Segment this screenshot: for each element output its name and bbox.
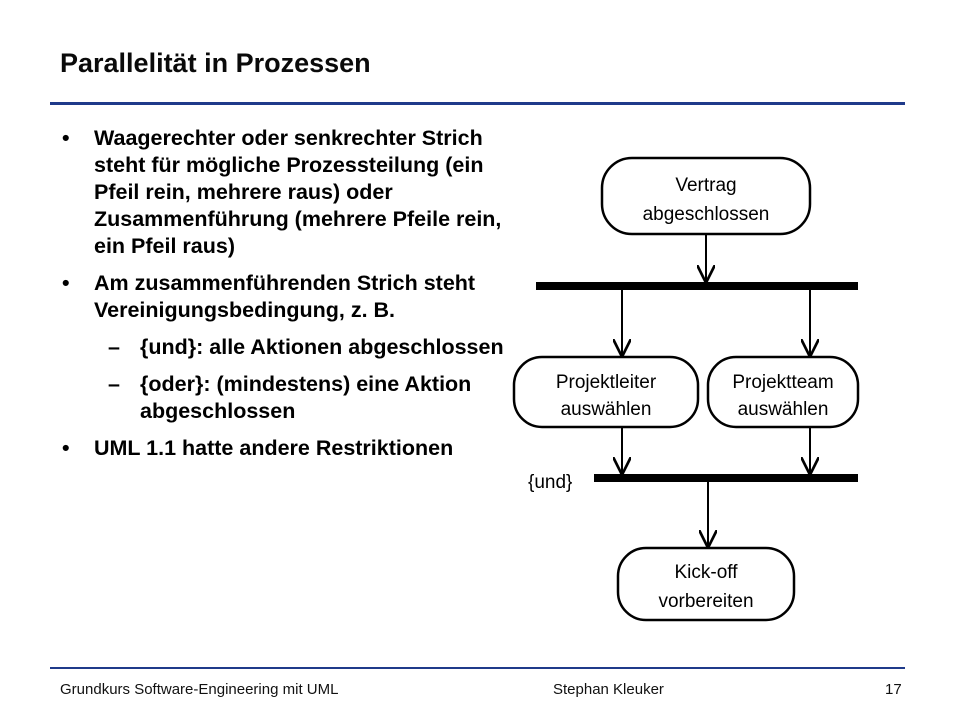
action-node-kickoff — [616, 546, 796, 622]
action-label-vertrag-line1: Vertrag — [675, 175, 736, 196]
bullet-mark: • — [62, 271, 70, 295]
slide-title: Parallelität in Prozessen — [60, 48, 371, 78]
sub-bullet-item: – {oder}: (mindestens) eine Aktion abges… — [60, 371, 510, 425]
fork-bar — [536, 282, 858, 290]
action-label-projektleiter-line1: Projektleiter — [556, 372, 657, 393]
action-label-kickoff-line2: vorbereiten — [658, 591, 753, 612]
footer-page-number: 17 — [885, 681, 902, 698]
sub-bullet-mark: – — [108, 372, 120, 396]
action-label-vertrag-line2: abgeschlossen — [643, 204, 770, 225]
bullet-text: UML 1.1 hatte andere Restriktionen — [94, 436, 454, 460]
sub-bullet-text: {oder}: (mindestens) eine Aktion abgesch… — [140, 372, 472, 423]
bullet-mark: • — [62, 126, 70, 150]
footer-course-title: Grundkurs Software-Engineering mit UML — [60, 681, 339, 698]
footer-author: Stephan Kleuker — [553, 681, 664, 698]
sub-bullet-item: – {und}: alle Aktionen abgeschlossen — [60, 334, 510, 361]
action-label-kickoff-line1: Kick-off — [674, 562, 738, 583]
action-label-projektteam-line2: auswählen — [738, 399, 829, 420]
bullet-text: Waagerechter oder senkrechter Strich ste… — [94, 126, 502, 258]
action-label-projektleiter-line2: auswählen — [561, 399, 652, 420]
bullet-text: Am zusammenführenden Strich steht Verein… — [94, 271, 476, 322]
bullet-list: • Waagerechter oder senkrechter Strich s… — [60, 125, 510, 472]
action-node-projektleiter — [512, 355, 700, 429]
sub-bullet-text: {und}: alle Aktionen abgeschlossen — [140, 335, 504, 359]
action-label-projektteam-line1: Projektteam — [732, 372, 833, 393]
bullet-item: • UML 1.1 hatte andere Restriktionen — [60, 435, 510, 462]
action-node-projektteam — [706, 355, 860, 429]
bullet-item: • Waagerechter oder senkrechter Strich s… — [60, 125, 510, 260]
join-bar — [594, 474, 858, 482]
title-divider — [50, 102, 905, 105]
sub-bullet-mark: – — [108, 335, 120, 359]
bullet-item: • Am zusammenführenden Strich steht Vere… — [60, 270, 510, 324]
bullet-mark: • — [62, 436, 70, 460]
join-condition-label: {und} — [528, 472, 572, 493]
activity-diagram: Vertrag abgeschlossen Projektleiter ausw… — [512, 156, 860, 622]
footer-divider — [50, 667, 905, 669]
